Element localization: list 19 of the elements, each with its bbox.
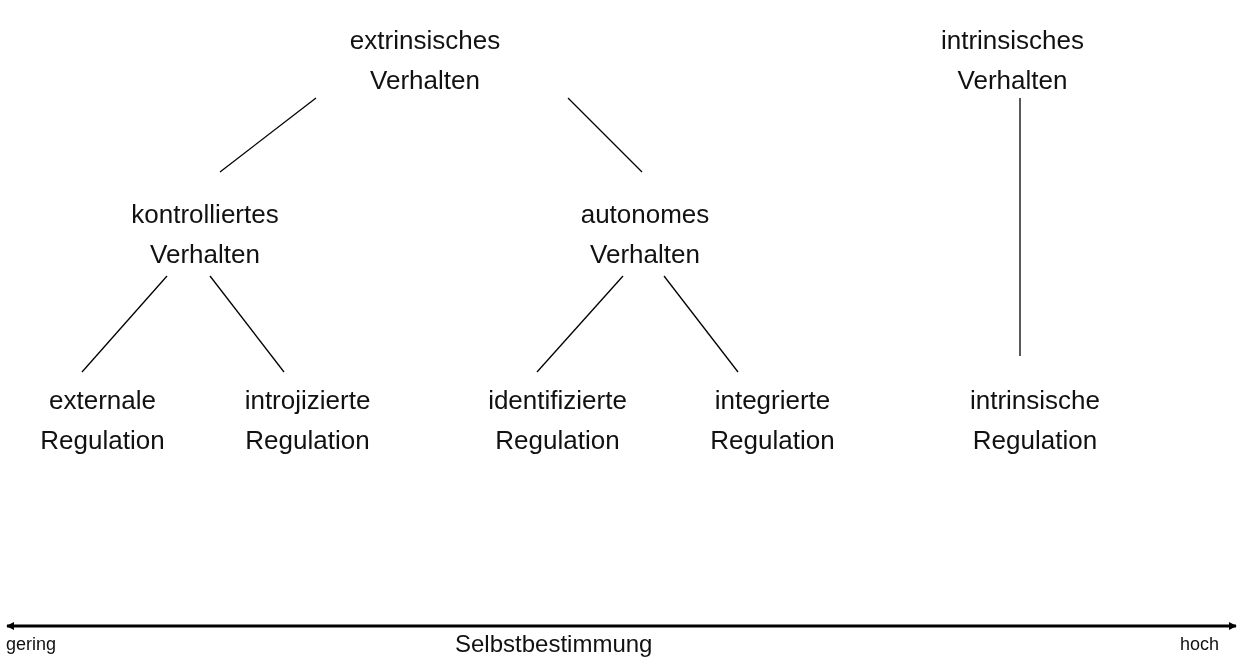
node-text: kontrolliertes Verhalten xyxy=(130,198,280,271)
connector-line xyxy=(1019,97,1021,357)
node-text: identifizierte Regulation xyxy=(487,384,628,457)
axis-end-label: hoch xyxy=(1180,634,1220,655)
node-text: introjizierte Regulation xyxy=(243,384,372,457)
connector-line xyxy=(663,275,739,373)
connector-line xyxy=(209,275,285,373)
node-text: autonomes Verhalten xyxy=(579,198,711,271)
axis-end-label: gering xyxy=(6,634,57,655)
node-text: externale Regulation xyxy=(39,384,166,457)
node-text: intrinsisches Verhalten xyxy=(939,24,1086,97)
node-text: intrinsische Regulation xyxy=(968,384,1102,457)
connector-line xyxy=(536,275,624,373)
axis-label: Selbstbestimmung xyxy=(455,630,653,658)
node-text: integrierte Regulation xyxy=(709,384,836,457)
connector-line xyxy=(219,97,317,173)
connector-line xyxy=(567,97,643,173)
connector-line xyxy=(81,275,168,373)
node-text: extrinsisches Verhalten xyxy=(348,24,502,97)
